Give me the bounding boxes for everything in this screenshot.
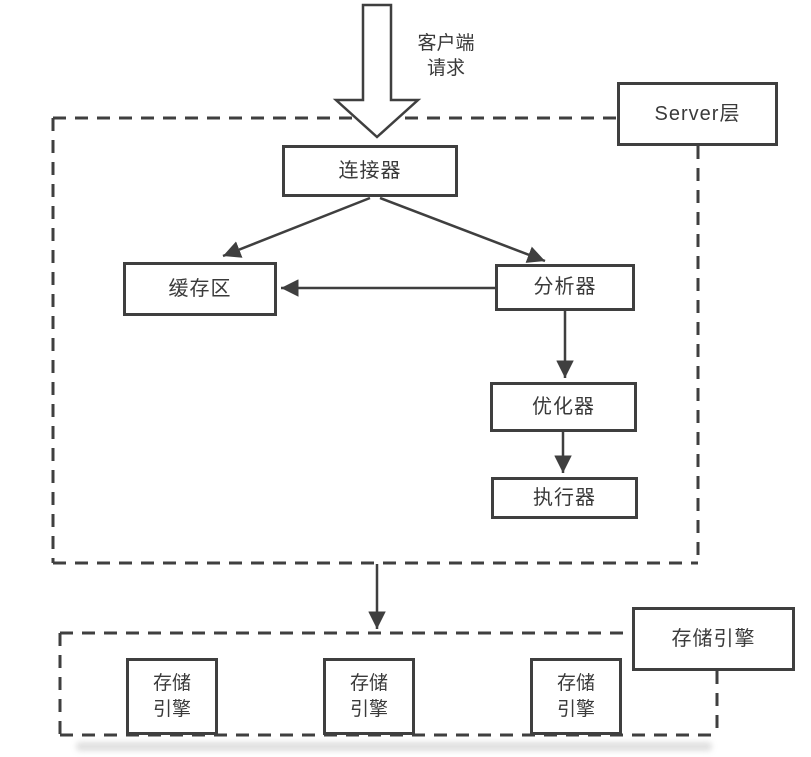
storage-engine-1-line2: 引擎 <box>152 698 191 720</box>
storage-engine-3-line1: 存储 <box>556 672 595 694</box>
arrow-connector-to-analyzer <box>379 196 546 263</box>
node-optimizer: 优化器 <box>490 382 637 432</box>
storage-engine-box-2: 存储 引擎 <box>323 658 415 735</box>
storage-engine-1-line1: 存储 <box>152 672 191 694</box>
server-layer-title-box: Server层 <box>617 82 778 146</box>
storage-engine-2-line2: 引擎 <box>349 698 388 720</box>
node-connector-label: 连接器 <box>338 159 402 182</box>
client-request-label: 客户端 请求 <box>403 31 489 81</box>
client-request-label-line1: 客户端 <box>417 33 475 54</box>
arrow-connector-to-cache <box>222 196 371 258</box>
node-executor-label: 执行器 <box>533 486 596 509</box>
storage-engine-box-3: 存储 引擎 <box>530 658 622 735</box>
node-executor: 执行器 <box>491 477 638 519</box>
storage-layer-title: 存储引擎 <box>671 627 756 650</box>
storage-engine-2-line1: 存储 <box>349 672 388 694</box>
storage-layer-title-box: 存储引擎 <box>632 607 795 671</box>
storage-engine-3-line2: 引擎 <box>556 698 595 720</box>
node-optimizer-label: 优化器 <box>532 395 595 418</box>
node-cache: 缓存区 <box>123 262 277 316</box>
client-request-arrow <box>332 3 422 139</box>
server-layer-title: Server层 <box>654 102 741 125</box>
node-connector: 连接器 <box>282 145 458 197</box>
node-cache-label: 缓存区 <box>168 277 232 300</box>
node-analyzer-label: 分析器 <box>533 276 597 298</box>
bottom-shadow-artifact <box>76 742 712 751</box>
client-request-label-line2: 请求 <box>426 58 465 79</box>
node-analyzer: 分析器 <box>495 264 635 311</box>
storage-engine-box-1: 存储 引擎 <box>126 658 218 735</box>
